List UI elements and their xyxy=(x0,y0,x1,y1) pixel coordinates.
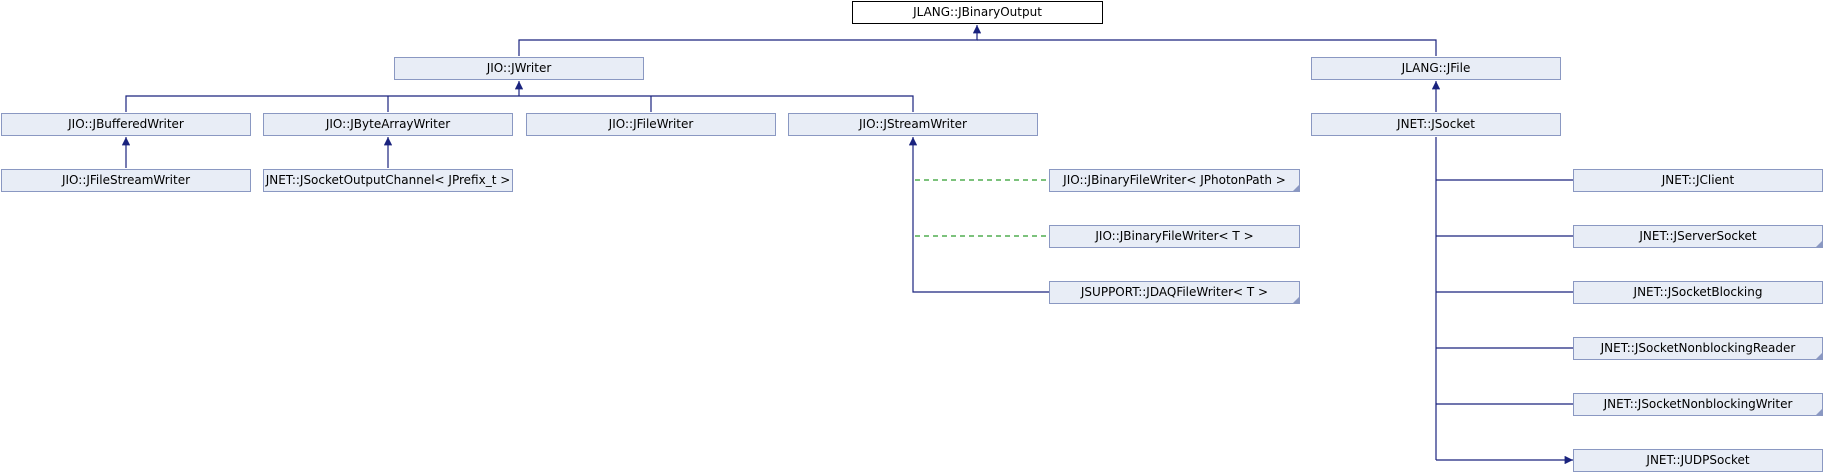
node-jdaqfilewriter[interactable]: JSUPPORT::JDAQFileWriter< T > xyxy=(1049,281,1300,304)
node-jclient[interactable]: JNET::JClient xyxy=(1573,169,1823,192)
node-jbinaryfilewriter-jphotonpath[interactable]: JIO::JBinaryFileWriter< JPhotonPath > xyxy=(1049,169,1300,192)
node-label: JSUPPORT::JDAQFileWriter< T > xyxy=(1080,285,1269,299)
fold-corner-icon xyxy=(1816,409,1822,415)
edge-jfile-to-jbinaryoutput xyxy=(977,39,1437,56)
node-jsocket[interactable]: JNET::JSocket xyxy=(1311,113,1561,136)
node-jfilewriter[interactable]: JIO::JFileWriter xyxy=(526,113,776,136)
edge-jwriter-to-jbinaryoutput xyxy=(518,25,982,56)
node-jbytearraywriter[interactable]: JIO::JByteArrayWriter xyxy=(263,113,513,136)
node-jfilestreamwriter[interactable]: JIO::JFileStreamWriter xyxy=(1,169,251,192)
fold-corner-icon xyxy=(1293,297,1299,303)
node-label: JIO::JBinaryFileWriter< JPhotonPath > xyxy=(1063,173,1286,187)
node-jbufferedwriter[interactable]: JIO::JBufferedWriter xyxy=(1,113,251,136)
node-judpsocket[interactable]: JNET::JUDPSocket xyxy=(1573,449,1823,472)
fold-corner-icon xyxy=(1816,353,1822,359)
edge-jsocket-children xyxy=(1435,137,1573,460)
node-jsocketblocking[interactable]: JNET::JSocketBlocking xyxy=(1573,281,1823,304)
node-jfile[interactable]: JLANG::JFile xyxy=(1311,57,1561,80)
edge-jdaqfilewriter-to-jstreamwriter xyxy=(908,137,1049,293)
node-jserversocket[interactable]: JNET::JServerSocket xyxy=(1573,225,1823,248)
node-label: JNET::JServerSocket xyxy=(1639,229,1757,243)
node-jsocketnonblockingwriter[interactable]: JNET::JSocketNonblockingWriter xyxy=(1573,393,1823,416)
fold-corner-icon xyxy=(1816,241,1822,247)
fold-corner-icon xyxy=(1293,185,1299,191)
node-jbinaryfilewriter-t[interactable]: JIO::JBinaryFileWriter< T > xyxy=(1049,225,1300,248)
node-jsocketnonblockingreader[interactable]: JNET::JSocketNonblockingReader xyxy=(1573,337,1823,360)
node-jstreamwriter[interactable]: JIO::JStreamWriter xyxy=(788,113,1038,136)
node-jbinaryoutput[interactable]: JLANG::JBinaryOutput xyxy=(852,1,1103,24)
node-label: JNET::JSocketNonblockingReader xyxy=(1600,341,1796,355)
node-jwriter[interactable]: JIO::JWriter xyxy=(394,57,644,80)
node-label: JNET::JSocketNonblockingWriter xyxy=(1603,397,1793,411)
edge-writers-to-jwriter xyxy=(125,81,914,112)
node-jsocketoutputchannel[interactable]: JNET::JSocketOutputChannel< JPrefix_t > xyxy=(263,169,513,192)
